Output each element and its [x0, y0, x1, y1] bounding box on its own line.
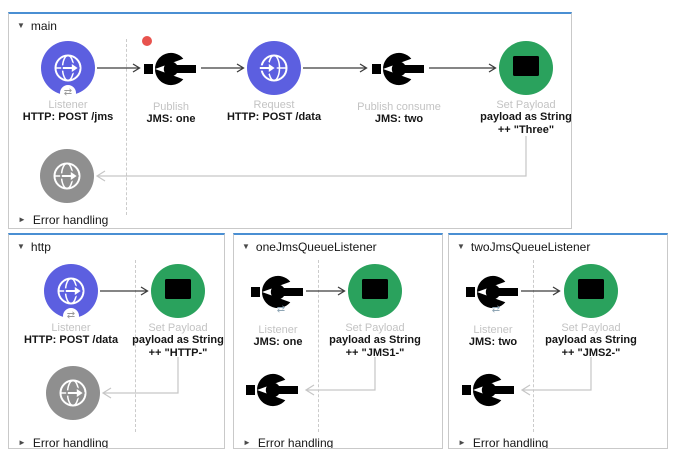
set-payload-icon: [348, 264, 402, 318]
node-jms-publish-consume[interactable]: Publish consume JMS: two: [339, 41, 459, 126]
jms-response-node[interactable]: [245, 362, 301, 418]
node-http-listener[interactable]: ⇄ Listener HTTP: POST /data: [11, 264, 131, 347]
jms-publish-consume-icon: [371, 41, 427, 97]
flow-arrow: [303, 62, 368, 74]
flow-two-jms-queue-listener[interactable]: ▼ twoJmsQueueListener ⇄ Listener JMS: tw…: [448, 233, 668, 449]
flow-arrow: [429, 62, 497, 74]
http-response-node[interactable]: [40, 149, 94, 203]
jms-publish-icon: [143, 41, 199, 97]
node-name-label: Listener: [51, 322, 91, 334]
error-handling-section[interactable]: ► Error handling: [18, 436, 109, 449]
node-jms-listener[interactable]: ⇄ Listener JMS: one: [234, 264, 338, 349]
collapse-icon[interactable]: ▼: [17, 21, 25, 30]
flow-one-jms-queue-listener[interactable]: ▼ oneJmsQueueListener ⇄ Listener JMS: on…: [233, 233, 443, 449]
set-payload-icon: [499, 41, 553, 95]
node-set-payload[interactable]: Set Payload payload as String ++ "JMS2-": [531, 264, 651, 360]
collapse-icon[interactable]: ▼: [242, 242, 250, 251]
source-divider: [533, 260, 534, 432]
flow-arrow: [100, 285, 149, 297]
node-name-label: Request: [253, 99, 295, 111]
jms-response-node[interactable]: [461, 362, 517, 418]
node-config-label: payload as String ++ "JMS2-": [545, 334, 637, 359]
node-set-payload[interactable]: Set Payload payload as String ++ "Three": [466, 41, 572, 137]
source-divider: [135, 260, 136, 432]
node-jms-listener[interactable]: ⇄ Listener JMS: two: [449, 264, 553, 349]
error-handling-section[interactable]: ► Error handling: [18, 213, 108, 227]
node-name-label: Publish consume: [357, 101, 441, 113]
two-way-arrows-icon: ⇄: [491, 304, 501, 315]
http-response-node[interactable]: [46, 366, 100, 420]
node-name-label: Set Payload: [496, 99, 556, 111]
node-set-payload[interactable]: Set Payload payload as String ++ "HTTP-": [118, 264, 224, 360]
response-connector: [302, 355, 382, 402]
flow-title: main: [30, 19, 57, 33]
response-connector: [99, 355, 189, 406]
two-way-arrows-icon: ⇄: [60, 85, 76, 101]
node-name-label: Set Payload: [345, 322, 405, 334]
node-config-label: payload as String ++ "JMS1-": [329, 334, 421, 359]
node-name-label: Set Payload: [561, 322, 621, 334]
http-request-icon: [247, 41, 301, 95]
flow-arrow: [521, 285, 561, 297]
node-name-label: Listener: [48, 99, 88, 111]
node-name-label: Listener: [258, 324, 298, 336]
error-handling-label: Error handling: [32, 213, 109, 227]
node-config-label: JMS: two: [468, 336, 518, 348]
flow-arrow: [97, 62, 141, 74]
flow-main-header[interactable]: ▼ main: [9, 14, 571, 36]
node-config-label: JMS: one: [253, 336, 303, 348]
source-divider: [318, 260, 319, 432]
error-handling-section[interactable]: ► Error handling: [458, 436, 549, 449]
collapse-icon[interactable]: ▼: [457, 242, 465, 251]
node-name-label: Listener: [473, 324, 513, 336]
node-config-label: JMS: two: [374, 113, 424, 125]
two-way-arrows-icon: ⇄: [63, 308, 79, 324]
flow-arrow: [306, 285, 346, 297]
node-config-label: HTTP: POST /data: [226, 111, 322, 123]
flow-title: http: [30, 240, 51, 254]
expand-icon[interactable]: ►: [18, 215, 26, 224]
node-set-payload[interactable]: Set Payload payload as String ++ "JMS1-": [315, 264, 435, 360]
node-http-listener[interactable]: ⇄ Listener HTTP: POST /jms: [9, 41, 128, 124]
flow-two-header[interactable]: ▼ twoJmsQueueListener: [449, 235, 667, 257]
error-handling-section[interactable]: ► Error handling: [243, 436, 334, 449]
node-jms-publish[interactable]: Publish JMS: one: [111, 41, 231, 126]
node-config-label: payload as String ++ "Three": [480, 111, 572, 136]
response-connector: [518, 355, 598, 402]
node-config-label: HTTP: POST /data: [23, 334, 119, 346]
response-connector: [93, 132, 533, 189]
flow-title: twoJmsQueueListener: [470, 240, 591, 254]
flow-title: oneJmsQueueListener: [255, 240, 377, 254]
expand-icon[interactable]: ►: [458, 438, 466, 447]
expand-icon[interactable]: ►: [18, 438, 26, 447]
node-config-label: JMS: one: [146, 113, 196, 125]
flow-arrow: [201, 62, 245, 74]
source-divider: [126, 39, 127, 215]
flow-main[interactable]: ▼ main ⇄ Listener HTTP: POST /jms Publis…: [8, 12, 572, 229]
node-config-label: payload as String ++ "HTTP-": [132, 334, 224, 359]
expand-icon[interactable]: ►: [243, 438, 251, 447]
flow-http[interactable]: ▼ http ⇄ Listener HTTP: POST /data Set P…: [8, 233, 225, 449]
two-way-arrows-icon: ⇄: [276, 304, 286, 315]
error-handling-label: Error handling: [32, 436, 109, 449]
set-payload-icon: [564, 264, 618, 318]
breakpoint-indicator[interactable]: [142, 36, 152, 46]
node-name-label: Publish: [152, 101, 190, 113]
set-payload-icon: [151, 264, 205, 318]
flow-http-header[interactable]: ▼ http: [9, 235, 224, 257]
node-http-request[interactable]: Request HTTP: POST /data: [214, 41, 334, 124]
collapse-icon[interactable]: ▼: [17, 242, 25, 251]
error-handling-label: Error handling: [257, 436, 334, 449]
node-name-label: Set Payload: [148, 322, 208, 334]
node-config-label: HTTP: POST /jms: [22, 111, 114, 123]
flow-one-header[interactable]: ▼ oneJmsQueueListener: [234, 235, 442, 257]
error-handling-label: Error handling: [472, 436, 549, 449]
